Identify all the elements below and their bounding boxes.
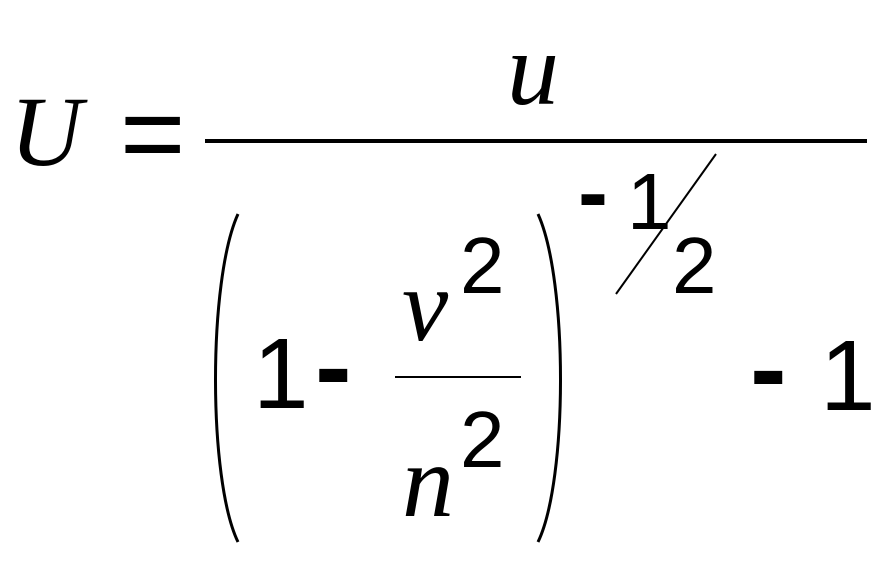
- inner-denominator-exponent: 2: [460, 395, 505, 484]
- inner-minus: -: [315, 305, 352, 428]
- tail-minus: -: [750, 307, 787, 430]
- inner-one: 1: [253, 318, 309, 430]
- exponent-slash: [615, 153, 717, 295]
- right-parenthesis: [536, 213, 562, 543]
- main-numerator: u: [507, 12, 559, 127]
- inner-denominator-base: n: [402, 424, 454, 539]
- inner-numerator-exponent: 2: [460, 221, 505, 310]
- tail-one: 1: [820, 320, 876, 432]
- inner-fraction-bar: [395, 376, 521, 378]
- exponent-denominator: 2: [672, 221, 717, 310]
- equals-sign: =: [120, 71, 186, 196]
- left-parenthesis: [214, 213, 240, 543]
- exponent-minus: -: [578, 143, 608, 243]
- inner-numerator-base: v: [402, 248, 449, 363]
- lhs-variable: U: [10, 76, 83, 187]
- main-fraction-bar: [205, 139, 867, 143]
- exponent-numerator: 1: [627, 157, 672, 246]
